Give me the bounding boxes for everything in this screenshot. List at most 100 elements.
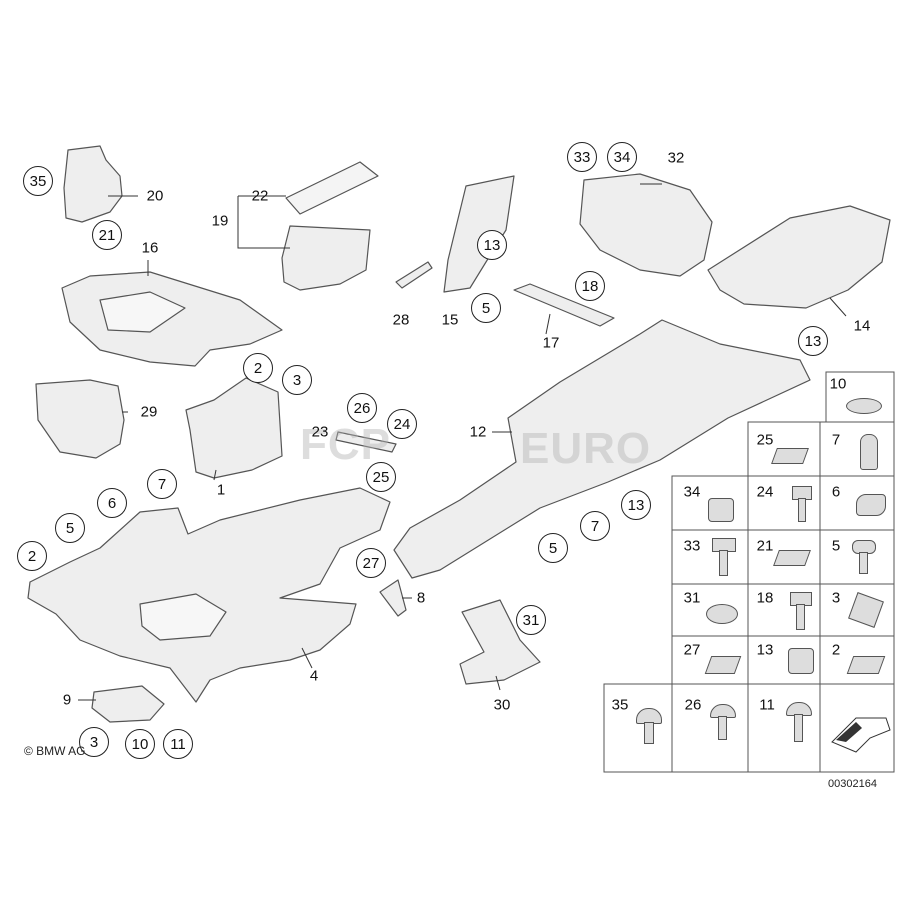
hex-nut-icon <box>788 648 814 674</box>
callout-13-right: 13 <box>798 326 828 356</box>
part-30-bracket <box>459 599 541 685</box>
part-4-underfloor <box>27 487 391 703</box>
part-29-shield <box>35 379 125 459</box>
part-number-31: 31 <box>683 589 701 607</box>
callout-3-upper: 3 <box>282 365 312 395</box>
part-17-plate <box>513 283 615 327</box>
part-number-34: 34 <box>683 483 701 501</box>
part-number-27: 27 <box>683 641 701 659</box>
callout-11-lower: 11 <box>163 729 193 759</box>
callout-35: 35 <box>23 166 53 196</box>
callout-1: 1 <box>216 481 226 499</box>
callout-20: 20 <box>146 187 164 205</box>
callout-13-mid: 13 <box>477 230 507 260</box>
diagram-id: 00302164 <box>828 778 877 790</box>
part-number-6: 6 <box>831 483 841 501</box>
callout-9: 9 <box>62 691 72 709</box>
callout-23: 23 <box>311 423 329 441</box>
part-32-shield <box>579 173 713 277</box>
callout-24-mid: 24 <box>387 409 417 439</box>
part-23-bracket <box>335 431 397 453</box>
part-number-7: 7 <box>831 431 841 449</box>
callout-33-mid: 33 <box>567 142 597 172</box>
callout-16: 16 <box>141 239 159 257</box>
callout-22: 22 <box>251 187 269 205</box>
callout-5-mid: 5 <box>471 293 501 323</box>
part-22-seal <box>285 161 379 215</box>
part-number-10: 10 <box>829 375 847 393</box>
part-19-duct <box>281 225 371 291</box>
parts-table-grid <box>603 371 895 773</box>
part-number-24: 24 <box>756 483 774 501</box>
callout-28: 28 <box>392 311 410 329</box>
clip-nut-icon <box>771 448 809 464</box>
part-number-13: 13 <box>756 641 774 659</box>
part-15-strip <box>443 175 515 293</box>
watermark-left: FCP <box>300 420 391 469</box>
callout-13-lower: 13 <box>621 490 651 520</box>
part-number-18: 18 <box>756 589 774 607</box>
callout-17: 17 <box>542 334 560 352</box>
clip-nut-icon <box>846 656 886 674</box>
bolt-shank <box>796 604 805 630</box>
watermark-right: EURO <box>520 424 652 473</box>
callout-14: 14 <box>853 317 871 335</box>
part-35-shield <box>63 145 123 223</box>
callout-32: 32 <box>667 149 685 167</box>
callout-18-mid: 18 <box>575 271 605 301</box>
bolt-shank <box>719 550 728 576</box>
callout-27-mid: 27 <box>356 548 386 578</box>
callout-6-left: 6 <box>97 488 127 518</box>
bolt-shank <box>798 498 806 522</box>
callout-7-left: 7 <box>147 469 177 499</box>
callout-30: 30 <box>493 696 511 714</box>
callout-21: 21 <box>92 220 122 250</box>
clip-icon <box>856 494 886 516</box>
part-28-strip <box>395 261 433 289</box>
part-number-2: 2 <box>831 641 841 659</box>
part-number-5: 5 <box>831 537 841 555</box>
part-12-underfloor <box>393 319 811 579</box>
callout-4: 4 <box>309 667 319 685</box>
direction-arrow-icon <box>831 717 891 753</box>
callout-3-lower: 3 <box>79 727 109 757</box>
callout-12: 12 <box>469 423 487 441</box>
callout-5-lower: 5 <box>538 533 568 563</box>
part-number-3: 3 <box>831 589 841 607</box>
callout-8: 8 <box>416 589 426 607</box>
callout-31-mid: 31 <box>516 605 546 635</box>
screw-shank <box>718 716 727 740</box>
part-number-11: 11 <box>759 696 775 714</box>
part-number-26: 26 <box>684 696 702 714</box>
callout-7-mid: 7 <box>580 511 610 541</box>
callout-19: 19 <box>211 212 229 230</box>
screw-shank <box>794 714 803 742</box>
part-16-underbody-panel <box>61 271 283 367</box>
part-number-25: 25 <box>756 431 774 449</box>
callout-15: 15 <box>441 311 459 329</box>
expanding-rivet-icon <box>860 434 878 470</box>
callout-5-left: 5 <box>55 513 85 543</box>
spring-nut-icon <box>773 550 811 566</box>
part-number-21: 21 <box>756 537 774 555</box>
rivet-shank <box>644 722 654 744</box>
callout-34-mid: 34 <box>607 142 637 172</box>
part-9-cover <box>91 685 165 723</box>
callout-2-upper: 2 <box>243 353 273 383</box>
part-number-35: 35 <box>611 696 629 714</box>
flange-nut-icon <box>706 604 738 624</box>
part-14-shield <box>707 205 891 309</box>
washer-icon <box>846 398 882 414</box>
callout-2-lower: 2 <box>17 541 47 571</box>
callout-10-lower: 10 <box>125 729 155 759</box>
part-number-33: 33 <box>683 537 701 555</box>
collar-nut-icon <box>708 498 734 522</box>
copyright-text: © BMW AG <box>24 744 86 758</box>
callout-26-mid: 26 <box>347 393 377 423</box>
part-8-bracket <box>379 579 407 617</box>
callout-29: 29 <box>140 403 158 421</box>
screw-shank <box>859 552 868 574</box>
part-1-bracket <box>185 377 283 479</box>
